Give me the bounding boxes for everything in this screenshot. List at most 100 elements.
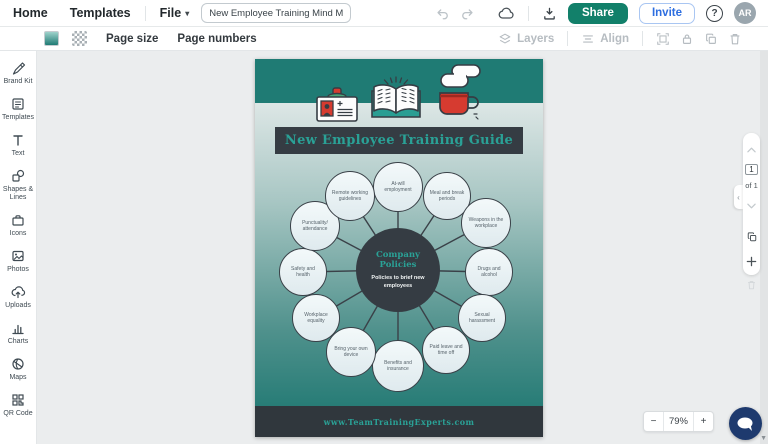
file-menu-button[interactable]: File ▾ [160, 6, 190, 20]
poster-title-banner[interactable]: New Employee Training Guide [275, 127, 523, 154]
sidebar-item-charts[interactable]: Charts [0, 318, 36, 348]
scrollbar-down-arrow[interactable]: ▼ [760, 435, 767, 442]
poster-footer[interactable]: www.TeamTrainingExperts.com [255, 406, 543, 437]
redo-icon[interactable] [461, 7, 475, 20]
left-sidebar: Brand Kit Templates Text Shapes & Lines … [0, 51, 37, 444]
charts-icon [10, 320, 26, 336]
undo-icon[interactable] [435, 7, 449, 20]
mindmap-node[interactable]: Benefits and insurance [372, 340, 424, 392]
scrollbar-track[interactable] [760, 51, 768, 444]
invite-button[interactable]: Invite [638, 2, 695, 24]
sidebar-item-templates[interactable]: Templates [0, 94, 36, 124]
sidebar-item-photos[interactable]: Photos [0, 246, 36, 276]
maps-icon [10, 356, 26, 372]
position-icon[interactable] [656, 32, 670, 46]
page-count-label: of 1 [745, 181, 758, 190]
uploads-icon [10, 284, 26, 300]
current-page-indicator[interactable]: 1 [745, 164, 758, 175]
download-icon[interactable] [542, 6, 557, 21]
divider [567, 31, 569, 46]
icons-icon [10, 212, 26, 228]
sidebar-item-label: Maps [9, 374, 27, 382]
mindmap-node[interactable]: Sexual harassment [458, 294, 506, 342]
center-node-title: Company Policies [376, 249, 420, 271]
mindmap-node[interactable]: At-will employment [373, 162, 423, 212]
sidebar-item-icons[interactable]: Icons [0, 210, 36, 240]
layers-label: Layers [517, 32, 555, 45]
divider [642, 31, 643, 46]
sidebar-item-maps[interactable]: Maps [0, 354, 36, 384]
divider [527, 5, 529, 21]
shapes-lines-icon [10, 168, 26, 184]
sidebar-item-qr-code[interactable]: QR Code [0, 390, 36, 420]
id-badge-icon [316, 87, 358, 122]
lock-icon[interactable] [680, 32, 694, 46]
cloud-status-icon[interactable] [498, 6, 515, 20]
chat-bubble-icon [737, 417, 753, 431]
poster-page[interactable]: New Employee Training Guide Company Poli… [255, 59, 543, 437]
mindmap-node[interactable]: Safety and health [279, 248, 327, 296]
background-color-swatch[interactable] [44, 31, 59, 46]
help-icon[interactable]: ? [706, 4, 723, 22]
sidebar-item-label: Templates [2, 114, 34, 122]
sidebar-item-label: Photos [7, 266, 29, 274]
zoom-level[interactable]: 79% [663, 412, 694, 431]
page-size-button[interactable]: Page size [106, 32, 159, 45]
zoom-in-button[interactable]: + [700, 416, 707, 427]
home-button[interactable]: Home [13, 6, 48, 20]
open-book-icon [371, 76, 421, 118]
file-menu-label: File [159, 6, 182, 20]
mindmap-node[interactable]: Punctuality/​attendance [290, 201, 340, 251]
background-pattern-icon[interactable] [72, 31, 87, 46]
center-node-subtitle: Policies to brief new employees [371, 274, 425, 289]
layers-button[interactable]: Layers [498, 32, 554, 46]
page-up-icon[interactable] [747, 140, 756, 158]
sidebar-item-label: Brand Kit [3, 78, 33, 85]
canvas-toolbar: Page size Page numbers Layers Align [0, 27, 768, 51]
zoom-out-button[interactable]: − [650, 416, 657, 427]
align-label: Align [600, 32, 629, 45]
delete-page-icon[interactable] [746, 278, 757, 296]
sidebar-item-label: Text [11, 150, 25, 158]
sidebar-item-label: Uploads [5, 302, 31, 310]
sidebar-item-brand-kit[interactable]: Brand Kit [0, 58, 36, 88]
page-panel: 1 of 1 [743, 133, 760, 290]
mindmap-node[interactable]: Workplace equality [292, 294, 340, 342]
templates-button[interactable]: Templates [69, 6, 131, 20]
poster-footer-url: www.TeamTrainingExperts.com [323, 416, 475, 427]
mindmap-node[interactable]: Paid leave and time off [422, 326, 470, 374]
chat-button[interactable] [729, 407, 762, 440]
mindmap-node[interactable]: Drugs and alcohol [465, 248, 513, 296]
sidebar-item-label: Charts [7, 338, 29, 346]
panel-collapse-tab[interactable]: ‹ [734, 185, 743, 209]
share-button[interactable]: Share [567, 2, 628, 24]
duplicate-page-icon[interactable] [746, 230, 758, 248]
qr-code-icon [10, 392, 26, 408]
add-page-icon[interactable] [746, 254, 757, 272]
mindmap-center-node[interactable]: Company Policies Policies to brief new e… [356, 228, 440, 312]
templates-icon [10, 96, 26, 112]
top-toolbar: Home Templates File ▾ Share Invite ? AR [0, 0, 768, 27]
duplicate-icon[interactable] [704, 32, 718, 46]
sidebar-item-text[interactable]: Text [0, 130, 36, 160]
photos-icon [10, 248, 26, 264]
page-numbers-button[interactable]: Page numbers [177, 32, 257, 45]
zoom-control: − 79% + [643, 411, 714, 432]
sidebar-item-shapes-lines[interactable]: Shapes & Lines [0, 166, 36, 204]
divider [144, 5, 146, 21]
mindmap-node[interactable]: Remote working guidelines [325, 171, 375, 221]
align-button[interactable]: Align [581, 32, 629, 46]
coffee-mug-icon [439, 64, 481, 120]
mindmap-node[interactable]: Bring your own device [326, 327, 376, 377]
canvas-area[interactable]: New Employee Training Guide Company Poli… [37, 51, 768, 444]
sidebar-item-label: QR Code [3, 410, 33, 418]
trash-icon[interactable] [728, 32, 742, 46]
sidebar-item-label: Icons [9, 230, 27, 238]
document-title-input[interactable] [201, 3, 352, 23]
poster-title: New Employee Training Guide [284, 133, 514, 148]
page-down-icon[interactable] [747, 196, 756, 214]
sidebar-item-uploads[interactable]: Uploads [0, 282, 36, 312]
avatar[interactable]: AR [734, 2, 756, 24]
mindmap: Company Policies Policies to brief new e… [255, 59, 543, 437]
mindmap-node[interactable]: Weapons in the workplace [461, 198, 511, 248]
